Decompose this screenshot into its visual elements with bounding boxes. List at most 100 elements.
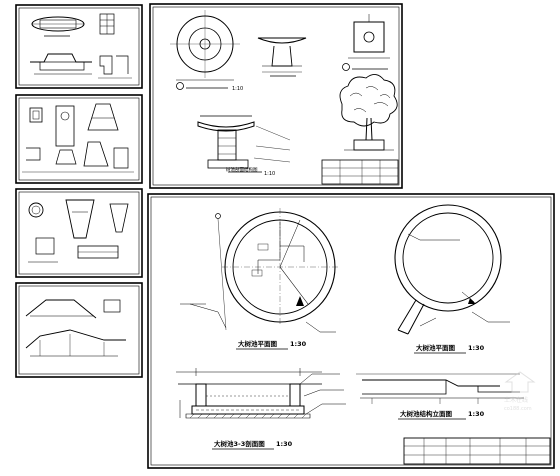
bowl-elevation: [257, 37, 307, 44]
sheet-thumbnail-4: [15, 282, 143, 378]
elevation-title-scale: 1:30: [468, 410, 485, 418]
slope-detail: [103, 299, 121, 313]
title-block-frame: [403, 437, 551, 465]
plan-scale-label: 1:10: [232, 86, 243, 92]
note-leader: [407, 233, 460, 241]
pit-section-bowl: [197, 121, 255, 132]
outlet-end: [397, 329, 409, 335]
sheet-thumbnail-2: [15, 94, 143, 184]
sheet-thumbnail-3: [15, 188, 143, 278]
detail-b: [55, 149, 77, 165]
detail-bubble: [176, 82, 184, 90]
curb-detail: [99, 55, 113, 75]
pool-section-view: 大树池3-3剖面图 1:30: [176, 368, 346, 450]
tree-elevation: [339, 74, 398, 151]
section-title: 大树池3-3剖面图: [214, 439, 265, 448]
ring-inner-circle: [402, 212, 494, 304]
watermark-logo-icon: [504, 371, 536, 393]
plan-title-scale: 1:30: [290, 340, 307, 348]
watermark-url: co188.com: [504, 406, 532, 412]
pool-plan-view: 大树池平面图 1:30: [180, 208, 338, 350]
watermark: 土木在线 co188.com: [504, 371, 536, 412]
sheet-inner-border: [18, 97, 140, 181]
plan-title: 大树池平面图: [238, 339, 278, 348]
ring-outer-circle: [394, 204, 502, 312]
ring-plan: [28, 202, 44, 218]
pit-section-pedestal: [217, 129, 237, 161]
section-title-scale: 1:30: [276, 440, 293, 448]
note-leader: [189, 303, 227, 329]
sheet-inner-border: [150, 196, 552, 466]
section-line: [217, 218, 227, 331]
note-leader: [471, 311, 510, 323]
watermark-brand: 土木在线: [504, 396, 528, 404]
note-leader: [303, 389, 344, 397]
funnel-detail: [109, 203, 129, 233]
pit-plan: [29, 107, 43, 123]
post-hole: [60, 111, 70, 121]
section-marker: [215, 213, 221, 219]
square-pit-plan: [353, 21, 385, 53]
dim-leader: [280, 245, 305, 262]
elevation-outlet: [477, 386, 520, 393]
tree-canopy: [339, 74, 398, 127]
elevation-body: [362, 380, 447, 395]
elevation-title: 大树池结构立面图: [400, 409, 453, 418]
sheet-border: [15, 94, 143, 184]
title-block-grid: [404, 438, 550, 464]
sheet-inner-border: [152, 6, 400, 186]
section-cuts: [39, 334, 105, 356]
leader-lines: [253, 125, 291, 163]
radius-line: [279, 266, 309, 305]
detail-title-label: 树池剖面结构图: [226, 166, 258, 173]
ring-title: 大树池平面图: [416, 343, 456, 352]
sheet-tree-pit-details: 1:10 树池剖面结构图 1:10: [149, 3, 403, 189]
pit-section-footing: [207, 159, 249, 169]
wall-section: [87, 103, 119, 131]
ring-plan-inner: [31, 205, 41, 215]
sheet-border: [15, 4, 143, 89]
title-block: [403, 437, 551, 465]
ring-title-scale: 1:30: [468, 344, 485, 352]
title-block-grid: [322, 160, 398, 184]
sheet-inner-border: [18, 191, 140, 275]
base-detail: [35, 237, 55, 255]
pit-plan-inner: [32, 110, 40, 120]
dim-tag: [251, 269, 263, 277]
note-leader: [305, 403, 346, 415]
sheet-large-tree-pool: 大树池平面图 1:30 大树池平面图 1:30: [147, 193, 555, 469]
tree-foliage: [349, 86, 391, 113]
pool-elevation-view: 大树池结构立面图 1:30: [356, 373, 524, 420]
pool-ring-view: 大树池平面图 1:30: [394, 204, 510, 354]
bowl-pedestal: [271, 45, 293, 67]
elevation-top: [362, 379, 500, 387]
curb-detail: [116, 55, 129, 74]
sheet-border: [15, 188, 143, 278]
sheet-border: [149, 3, 403, 189]
square-pit-hole: [363, 31, 375, 43]
detail-a: [26, 147, 41, 161]
funnel-section: [65, 199, 95, 239]
sheet-inner-border: [18, 285, 140, 375]
planter-footing: [39, 61, 85, 71]
note-leader: [299, 373, 340, 385]
sheet-border: [147, 193, 555, 469]
base-course: [185, 413, 311, 419]
detail-c: [83, 141, 109, 167]
title-block: [321, 159, 399, 185]
right-wall: [289, 383, 301, 407]
note-leader: [305, 321, 336, 333]
planter-section: [30, 53, 92, 63]
dim-leader: [257, 222, 281, 274]
dim-tag: [257, 243, 269, 251]
outlet-pipe: [397, 299, 425, 335]
dim-ticks: [371, 398, 479, 404]
sheet-thumbnail-1: [15, 4, 143, 89]
radius-line: [279, 219, 301, 268]
detail-d: [113, 147, 129, 169]
sheet-inner-border: [18, 7, 140, 86]
detail-bubble: [342, 63, 350, 71]
detail-scale-label: 1:10: [264, 171, 275, 177]
